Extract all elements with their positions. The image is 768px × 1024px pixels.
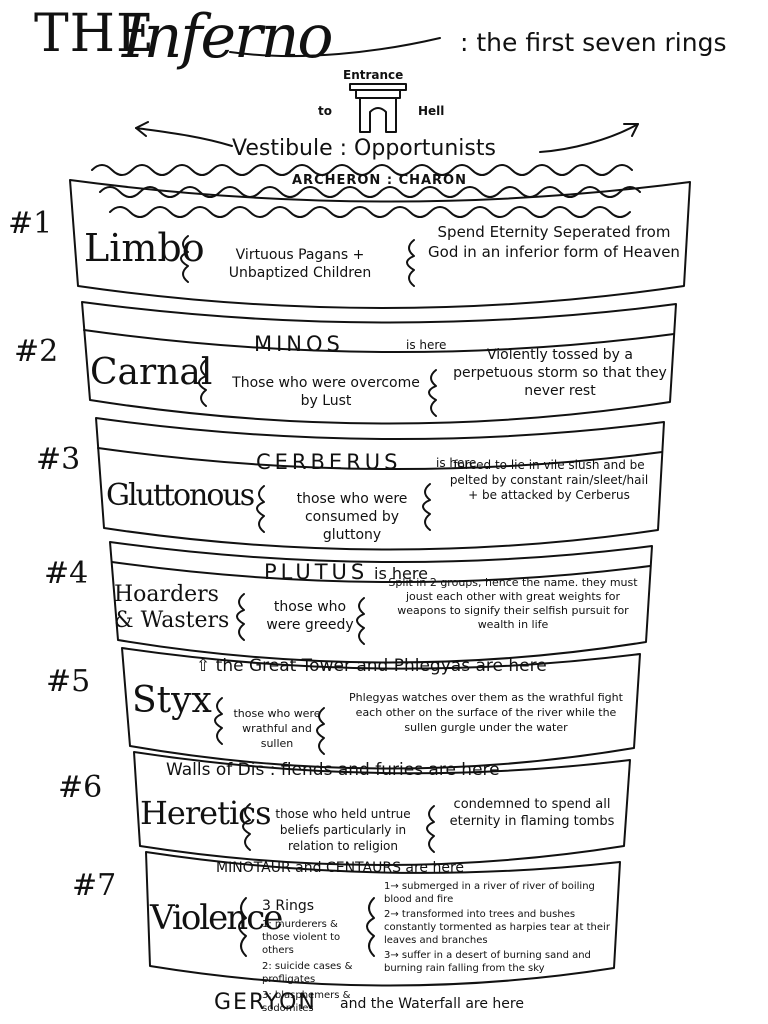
ring-3-guardian-suffix: is here bbox=[436, 456, 477, 470]
entrance-to-label: to bbox=[318, 104, 332, 118]
ring-2-punishment: Violently tossed by a perpetuous storm s… bbox=[453, 347, 667, 399]
ring-1-name: Limbo bbox=[84, 226, 205, 270]
footer-geryon: GERYON bbox=[214, 990, 317, 1015]
ring-3-sinners: those who were consumed by gluttony bbox=[296, 491, 408, 543]
ring-4-punishment: Split in 2 groups, hence the name. they … bbox=[388, 576, 638, 631]
vestibule-label: Vestibule : Opportunists bbox=[232, 136, 496, 161]
ring-6-sinners: those who held untrue beliefs particular… bbox=[275, 807, 411, 853]
ring-2-sinners: Those who were overcome by Lust bbox=[232, 375, 420, 409]
ring-2-guardian-suffix: is here bbox=[406, 338, 447, 352]
ring-3-number: #3 bbox=[36, 442, 81, 477]
ring-5-punishment: Phlegyas watches over them as the wrathf… bbox=[349, 691, 623, 734]
entrance-hell-label: Hell bbox=[418, 104, 445, 118]
ring-6-band bbox=[133, 751, 631, 866]
ring-2-band bbox=[81, 301, 677, 425]
river-wave-2 bbox=[99, 186, 641, 198]
ring-4-name: Hoarders & Wasters bbox=[114, 582, 230, 633]
ring-6-name: Heretics bbox=[140, 794, 272, 832]
ring-2-guardian: MINOS bbox=[254, 332, 344, 356]
ring-7-guardian: MINOTAUR and CENTAURS are here bbox=[216, 860, 465, 876]
ring-2-name: Carnal bbox=[90, 352, 213, 393]
vestibule-arrow-right bbox=[539, 123, 639, 153]
entrance-label: Entrance bbox=[343, 68, 404, 82]
ring-5-guardian: ⇧ the Great Tower and Phlegyas are here bbox=[196, 656, 547, 676]
ring-3-band bbox=[95, 417, 665, 551]
ring-4-sinners: those who were greedy bbox=[266, 599, 354, 633]
ring-7-punishments: 1→ submerged in a river of river of boil… bbox=[384, 880, 614, 975]
ring-7-subring-2: 2: suicide cases & profligates bbox=[262, 961, 353, 985]
ring-7-subrings-title: 3 Rings bbox=[262, 898, 315, 914]
title-inferno: Inferno bbox=[122, 2, 334, 72]
river-wave-1 bbox=[91, 164, 633, 176]
ring-7-number: #7 bbox=[72, 868, 117, 903]
ring-4-number: #4 bbox=[44, 556, 89, 591]
ring-3-punishment: forced to lie in vile slush and be pelte… bbox=[449, 458, 649, 502]
ring-6-guardian: Walls of Dis : fiends and furies are her… bbox=[166, 760, 500, 780]
acheron-label: ARCHERON : CHARON bbox=[292, 173, 467, 188]
ring-7-band bbox=[145, 851, 621, 987]
ring-1-sinners: Virtuous Pagans + Unbaptized Children bbox=[228, 247, 372, 281]
ring-7-punishment-2: 2→ transformed into trees and bushes con… bbox=[384, 909, 610, 946]
ring-5-number: #5 bbox=[46, 664, 91, 699]
ring-1-number: #1 bbox=[8, 206, 53, 241]
ring-4-guardian-suffix: is here bbox=[374, 564, 428, 583]
ring-5-name: Styx bbox=[132, 680, 212, 721]
ring-4-guardian: PLUTUS bbox=[264, 560, 369, 584]
footer-suffix: and the Waterfall are here bbox=[340, 996, 524, 1012]
title-subtitle: : the first seven rings bbox=[460, 28, 727, 57]
ring-7-punishment-1: 1→ submerged in a river of river of boil… bbox=[384, 881, 595, 905]
ring-7-subrings-list: 1: murderers & those violent to others 2… bbox=[262, 918, 368, 1015]
ring-5-sinners: those who were wrathful and sullen bbox=[233, 707, 321, 750]
ring-2-number: #2 bbox=[14, 334, 59, 369]
title-the: THE bbox=[34, 4, 155, 64]
ring-7-subring-3: 3: blasphemers & sodomites bbox=[262, 990, 351, 1014]
title-flourish bbox=[229, 37, 441, 58]
ring-1-band bbox=[69, 179, 691, 309]
ring-3-name: Gluttonous bbox=[106, 478, 255, 513]
ring-5-band bbox=[121, 647, 641, 770]
vestibule-arrow-left bbox=[135, 127, 233, 147]
ring-7-name: Violence bbox=[150, 898, 283, 938]
entrance-gate-icon bbox=[349, 83, 407, 133]
ring-3-guardian: CERBERUS bbox=[256, 450, 402, 474]
ring-6-number: #6 bbox=[58, 770, 103, 805]
ring-4-band bbox=[109, 541, 653, 664]
ring-7-subring-1: 1: murderers & those violent to others bbox=[262, 919, 341, 956]
ring-6-punishment: condemned to spend all eternity in flami… bbox=[449, 797, 615, 829]
river-wave-3 bbox=[109, 206, 631, 218]
ring-7-punishment-3: 3→ suffer in a desert of burning sand an… bbox=[384, 950, 591, 974]
ring-1-punishment: Spend Eternity Seperated from God in an … bbox=[428, 223, 680, 261]
brace-icons bbox=[180, 235, 437, 957]
